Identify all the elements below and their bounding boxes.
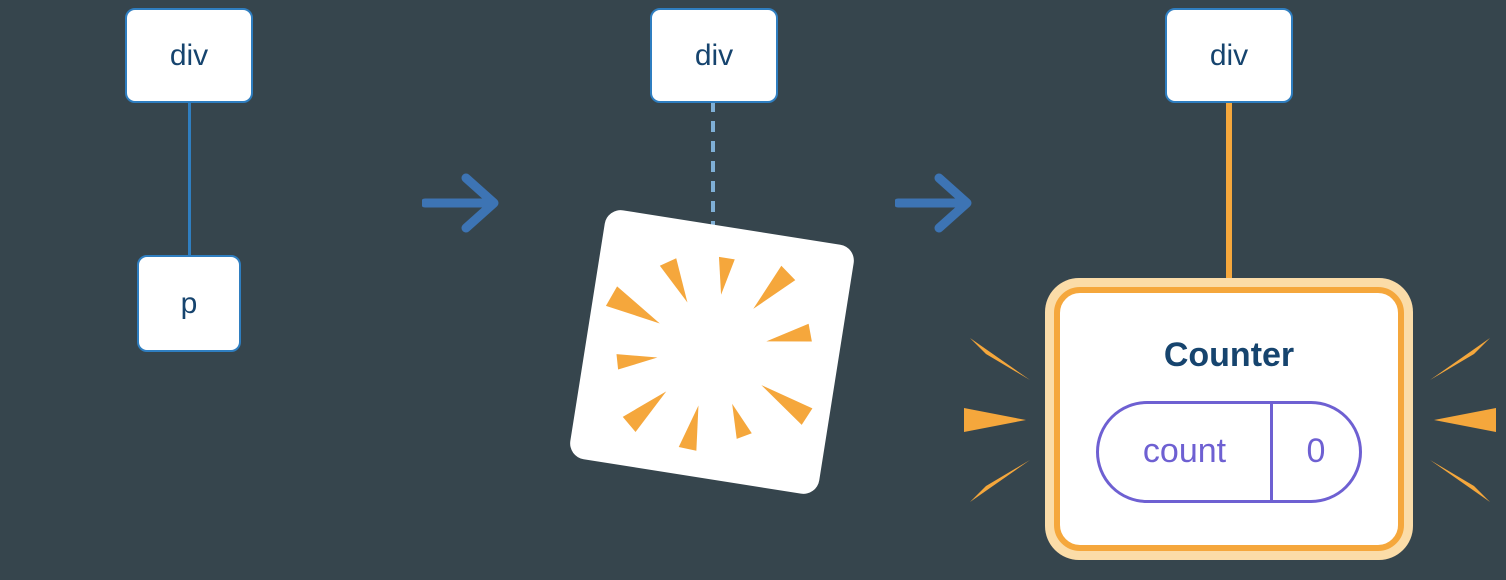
state-value: 0 (1306, 432, 1326, 470)
state-pill-divider (1270, 403, 1273, 500)
before-div-node: div (125, 8, 253, 103)
sparkle-burst-right-icon (1430, 338, 1496, 502)
before-div-label: div (169, 38, 209, 72)
removal-dashed-edge (711, 101, 715, 225)
state-pill: count 0 (1096, 400, 1362, 503)
before-tree-edge (188, 101, 191, 257)
poof-burst-icon (605, 256, 813, 451)
after-div-label: div (1209, 38, 1249, 72)
counter-component-card: Counter count 0 (1045, 278, 1413, 560)
removal-div-label: div (694, 38, 734, 72)
sparkle-burst-left-icon (964, 338, 1030, 502)
after-tree-edge (1226, 101, 1232, 285)
before-p-node: p (137, 255, 241, 352)
state-key-label: count (1142, 432, 1227, 470)
arrow-right-icon (422, 173, 499, 233)
arrow-right-icon (895, 173, 972, 233)
after-div-node: div (1165, 8, 1293, 103)
before-p-label: p (180, 286, 198, 320)
poof-card (567, 207, 857, 497)
removal-div-node: div (650, 8, 778, 103)
counter-title: Counter (1163, 335, 1295, 374)
counter-card-inner: Counter count 0 (1054, 287, 1404, 551)
